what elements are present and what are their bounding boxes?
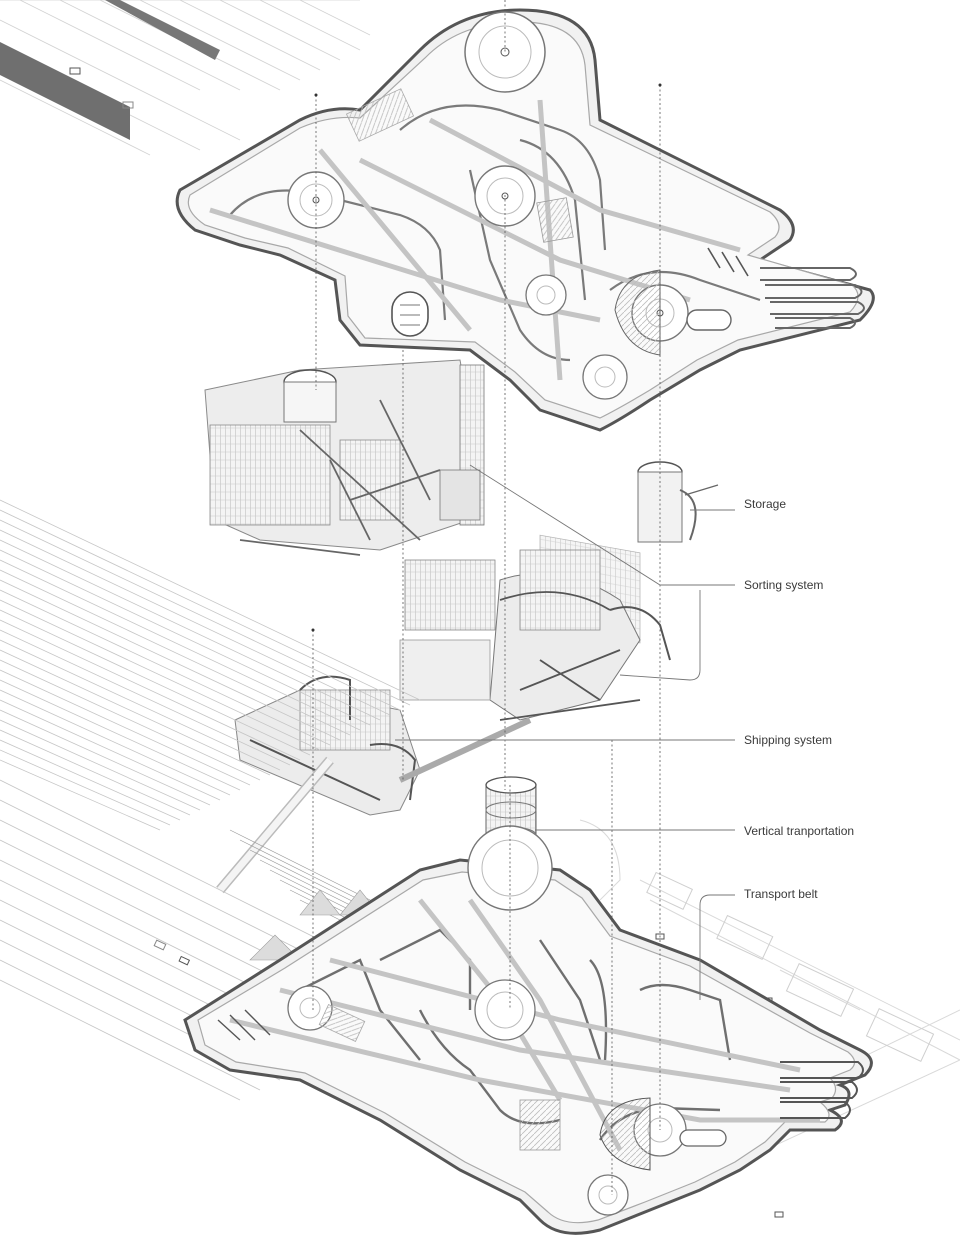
- vehicle: [774, 1211, 784, 1218]
- sorting-system-block: [399, 549, 671, 721]
- vertical-transportation-label: Vertical tranportation: [744, 824, 855, 838]
- turntable: [464, 11, 546, 93]
- alignment-marker: [311, 628, 315, 632]
- shipping-system-block: [216, 675, 532, 894]
- upper-track-field: [0, 0, 371, 156]
- storage-block-left: [204, 359, 485, 556]
- transport-belt-label: Transport belt: [744, 887, 818, 901]
- vehicle: [178, 955, 191, 966]
- upper-platform: [175, 8, 875, 432]
- alignment-marker: [314, 93, 318, 97]
- alignment-marker: [658, 83, 662, 87]
- vehicle: [153, 939, 167, 951]
- vehicle: [69, 67, 81, 75]
- vertical-alignment-lines: [312, 0, 661, 1195]
- turntable: [582, 354, 628, 400]
- vehicle: [655, 933, 665, 940]
- upper-dark-rail: [0, 42, 130, 140]
- shipping-system-label: Shipping system: [744, 733, 833, 747]
- lower-platform: [183, 825, 873, 1235]
- turntable: [474, 979, 536, 1041]
- upper-dark-rail-2: [105, 0, 220, 60]
- vehicle: [122, 101, 134, 109]
- storage-label: Storage: [744, 497, 787, 511]
- lower-road-blocks: [646, 871, 935, 1062]
- turntable: [525, 274, 567, 316]
- turntable: [587, 1174, 629, 1216]
- sorting-system-label: Sorting system: [744, 578, 824, 592]
- leader-lines: [395, 464, 735, 1000]
